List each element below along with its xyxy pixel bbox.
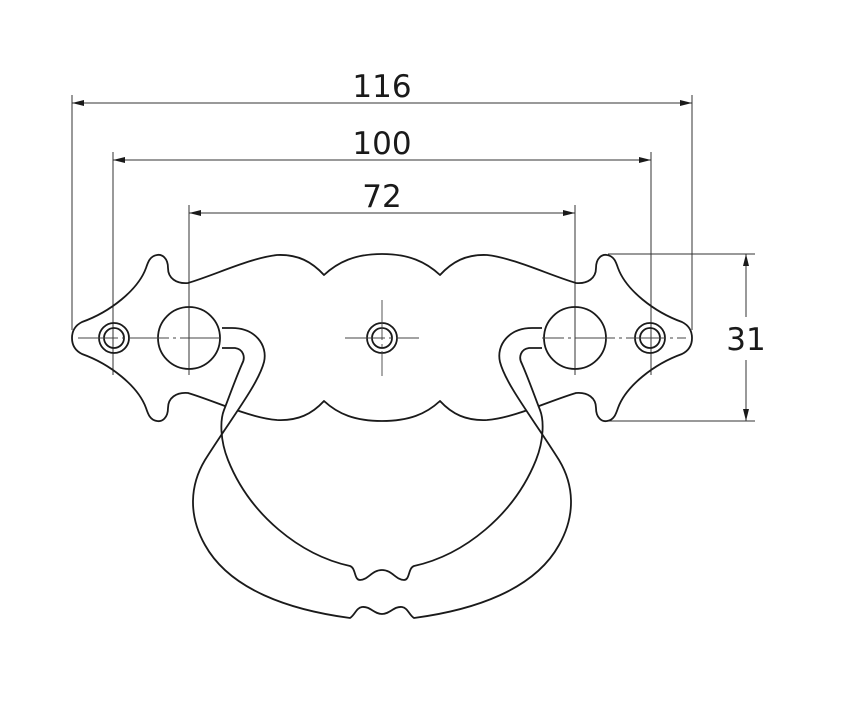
dimension-hole-spacing-outer: 100 <box>112 126 652 375</box>
dimension-label-72: 72 <box>362 179 401 215</box>
dimension-hole-spacing-inner: 72 <box>188 179 576 375</box>
dimension-overall-width: 116 <box>71 69 693 330</box>
dimension-label-100: 100 <box>352 126 411 162</box>
dimension-label-31: 31 <box>726 322 765 358</box>
dimension-label-116: 116 <box>352 69 411 105</box>
dimension-backplate-height: 31 <box>608 253 766 422</box>
center-lines <box>78 300 686 376</box>
